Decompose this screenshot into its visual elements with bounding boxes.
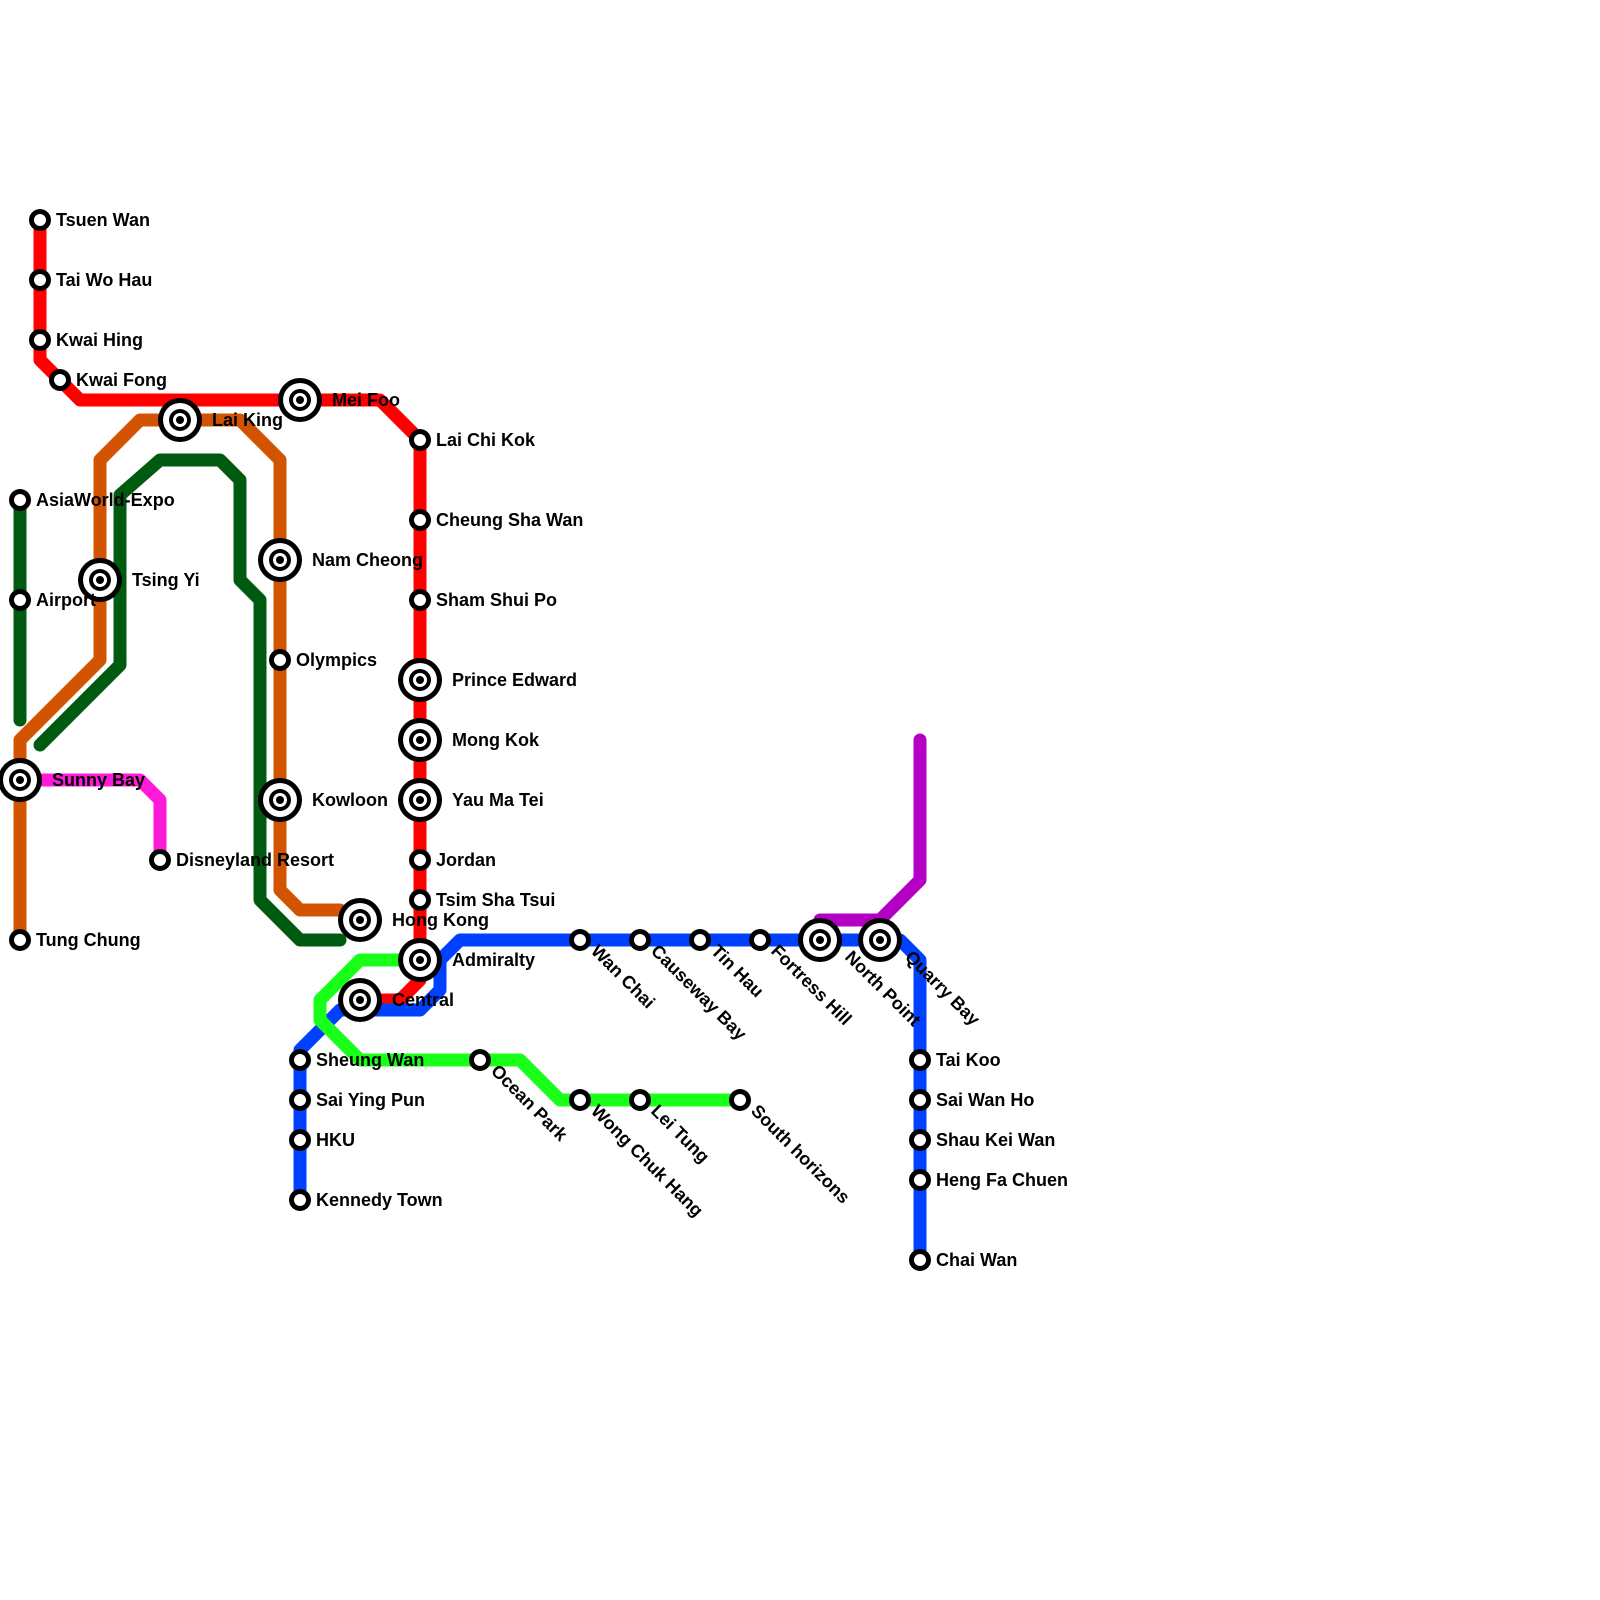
station-hong-kong[interactable] [338,898,382,942]
station-north-point[interactable] [798,918,842,962]
station-label-mong-kok: Mong Kok [452,730,540,750]
station-label-tai-wo-hau: Tai Wo Hau [56,270,152,290]
station-label-shau-kei-wan: Shau Kei Wan [936,1130,1055,1150]
station-sunny-bay[interactable] [0,758,42,802]
station-disneyland-resort[interactable] [149,849,171,871]
station-label-tsuen-wan: Tsuen Wan [56,210,150,230]
line-island [293,933,927,1267]
station-kowloon[interactable] [258,778,302,822]
line-airport-express [33,453,347,947]
station-label-south-horizons: South horizons [747,1101,854,1208]
station-cheung-sha-wan[interactable] [409,509,431,531]
line-south-island [313,953,747,1107]
station-label-yau-ma-tei: Yau Ma Tei [452,790,544,810]
lines-layer [13,213,927,1267]
station-sheung-wan[interactable] [289,1049,311,1071]
station-tai-wo-hau[interactable] [29,269,51,291]
station-heng-fa-chuen[interactable] [909,1169,931,1191]
station-label-sunny-bay: Sunny Bay [52,770,145,790]
station-kwai-fong[interactable] [49,369,71,391]
station-label-asiaworld-expo: AsiaWorld-Expo [36,490,175,510]
station-tsuen-wan[interactable] [29,209,51,231]
station-label-prince-edward: Prince Edward [452,670,577,690]
station-label-nam-cheong: Nam Cheong [312,550,423,570]
line-tsuen-wan [33,213,427,1007]
station-label-heng-fa-chuen: Heng Fa Chuen [936,1170,1068,1190]
stations-layer [0,209,931,1271]
station-label-admiralty: Admiralty [452,950,535,970]
station-label-sai-ying-pun: Sai Ying Pun [316,1090,425,1110]
station-label-tung-chung: Tung Chung [36,930,141,950]
station-mei-foo[interactable] [278,378,322,422]
station-chai-wan[interactable] [909,1249,931,1271]
station-central[interactable] [338,978,382,1022]
station-label-wong-chuk-hang: Wong Chuk Hang [587,1101,707,1221]
station-tai-koo[interactable] [909,1049,931,1071]
station-label-kennedy-town: Kennedy Town [316,1190,443,1210]
station-wong-chuk-hang[interactable] [569,1089,591,1111]
station-label-hong-kong: Hong Kong [392,910,489,930]
line-purple [813,733,927,947]
station-label-cheung-sha-wan: Cheung Sha Wan [436,510,583,530]
station-tin-hau[interactable] [689,929,711,951]
station-lai-king[interactable] [158,398,202,442]
station-yau-ma-tei[interactable] [398,778,442,822]
station-label-tai-koo: Tai Koo [936,1050,1001,1070]
station-ocean-park[interactable] [469,1049,491,1071]
station-shau-kei-wan[interactable] [909,1129,931,1151]
station-label-disneyland-resort: Disneyland Resort [176,850,334,870]
station-tung-chung[interactable] [9,929,31,951]
station-label-lai-king: Lai King [212,410,283,430]
station-lai-chi-kok[interactable] [409,429,431,451]
station-label-sai-wan-ho: Sai Wan Ho [936,1090,1034,1110]
station-kennedy-town[interactable] [289,1189,311,1211]
station-admiralty[interactable] [398,938,442,982]
station-label-jordan: Jordan [436,850,496,870]
station-label-tsing-yi: Tsing Yi [132,570,200,590]
station-nam-cheong[interactable] [258,538,302,582]
station-label-sham-shui-po: Sham Shui Po [436,590,557,610]
station-label-kwai-hing: Kwai Hing [56,330,143,350]
station-label-kwai-fong: Kwai Fong [76,370,167,390]
station-label-chai-wan: Chai Wan [936,1250,1017,1270]
station-label-central: Central [392,990,454,1010]
station-label-olympics: Olympics [296,650,377,670]
station-kwai-hing[interactable] [29,329,51,351]
station-olympics[interactable] [269,649,291,671]
station-label-tsim-sha-tsui: Tsim Sha Tsui [436,890,555,910]
station-mong-kok[interactable] [398,718,442,762]
station-label-lai-chi-kok: Lai Chi Kok [436,430,536,450]
station-tsim-sha-tsui[interactable] [409,889,431,911]
station-prince-edward[interactable] [398,658,442,702]
station-label-airport: Airport [36,590,96,610]
station-label-wan-chai: Wan Chai [587,941,659,1013]
station-south-horizons[interactable] [729,1089,751,1111]
line-disneyland-resort [13,773,167,867]
station-label-kowloon: Kowloon [312,790,388,810]
station-tsing-yi[interactable] [78,558,122,602]
station-jordan[interactable] [409,849,431,871]
station-airport[interactable] [9,589,31,611]
station-label-hku: HKU [316,1130,355,1150]
station-fortress-hill[interactable] [749,929,771,951]
station-sai-ying-pun[interactable] [289,1089,311,1111]
station-wan-chai[interactable] [569,929,591,951]
station-label-mei-foo: Mei Foo [332,390,400,410]
station-sai-wan-ho[interactable] [909,1089,931,1111]
station-causeway-bay[interactable] [629,929,651,951]
station-sham-shui-po[interactable] [409,589,431,611]
station-label-sheung-wan: Sheung Wan [316,1050,424,1070]
station-asiaworld-expo[interactable] [9,489,31,511]
station-hku[interactable] [289,1129,311,1151]
station-quarry-bay[interactable] [858,918,902,962]
station-lei-tung[interactable] [629,1089,651,1111]
